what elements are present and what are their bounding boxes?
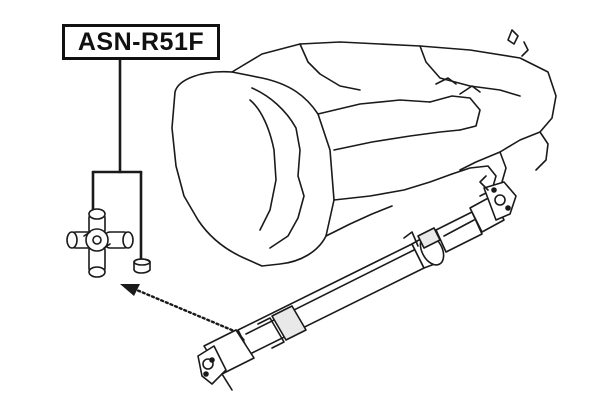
callout-leader-lines (91, 58, 143, 264)
u-joint-icon (66, 208, 134, 278)
transmission-icon (171, 29, 557, 267)
assembly-direction-arrow (120, 284, 248, 338)
part-number-label: ASN-R51F (62, 24, 220, 60)
drive-shaft-icon (197, 175, 517, 391)
bearing-cap-icon (133, 258, 151, 274)
